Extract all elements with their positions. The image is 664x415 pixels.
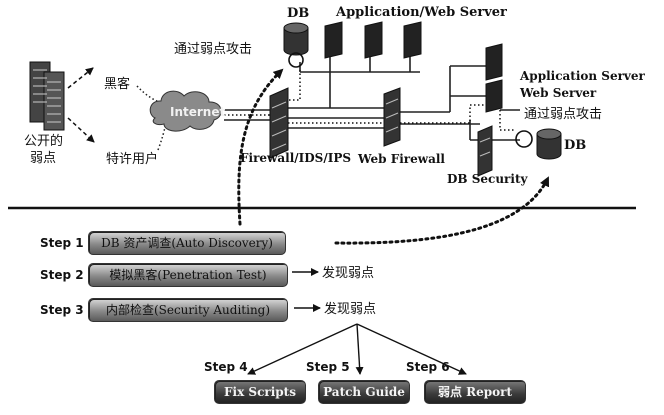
step-5-label: Step 5 (306, 360, 350, 374)
internet-label: Internet (170, 105, 226, 119)
privileged-user-label: 特许用户 (106, 152, 159, 167)
db-right-label: DB (564, 138, 587, 153)
result-arrows (247, 268, 467, 375)
step-3-pill: 内部检查(Security Auditing) (88, 298, 288, 322)
network-links (224, 56, 520, 141)
db-security-label: DB Security (447, 172, 528, 186)
db-security-icon (477, 125, 493, 177)
hacker-label: 黑客 (104, 77, 131, 92)
step-3-label: Step 3 (40, 303, 84, 317)
step-4-label: Step 4 (204, 360, 248, 374)
server-icon (324, 21, 503, 113)
step-2-pill: 模拟黑客(Penetration Test) (88, 263, 288, 287)
firewall-ids-ips-icon (269, 87, 289, 159)
step-5-pill: Patch Guide (318, 380, 410, 404)
database-icon (283, 22, 562, 160)
app-server-label: Application Server (520, 69, 645, 83)
app-web-server-label: Application/Web Server (336, 5, 507, 20)
step-6-pill: 弱点 Report (424, 380, 526, 404)
firewall-label: Firewall/IDS/IPS (240, 151, 352, 165)
internal-traffic (224, 70, 515, 131)
attack-left-label: 通过弱点攻击 (174, 42, 253, 57)
internet-cloud-icon (149, 90, 222, 132)
threat-arrows (67, 67, 95, 143)
step-1-label: Step 1 (40, 236, 84, 250)
web-firewall-icon (383, 87, 401, 147)
public-vuln-label: 公开的 (24, 134, 64, 149)
step-1-pill: DB 资产调查(Auto Discovery) (88, 231, 286, 255)
step-2-label: Step 2 (40, 268, 84, 282)
attack-right-label: 通过弱点攻击 (524, 107, 603, 122)
document-stack-icon (29, 61, 65, 131)
db-label: DB (287, 6, 310, 21)
step-6-label: Step 6 (406, 360, 450, 374)
attack-arrows (237, 68, 550, 245)
step-4-pill: Fix Scripts (214, 380, 306, 404)
step-3-result: 发现弱点 (324, 302, 377, 317)
web-firewall-label: Web Firewall (358, 152, 445, 166)
public-vuln-label-2: 弱点 (30, 151, 57, 166)
step-2-result: 发现弱点 (322, 266, 375, 281)
web-server-label: Web Server (520, 86, 597, 100)
